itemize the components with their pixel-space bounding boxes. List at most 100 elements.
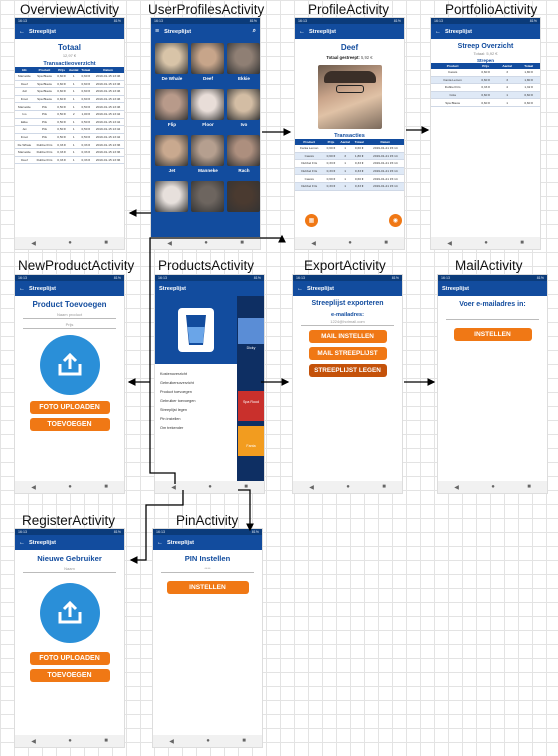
upload-photo-button[interactable]: FOTO UPLOADEN bbox=[29, 652, 110, 665]
table-cell: 0,60 € bbox=[79, 73, 93, 81]
table-cell: 0,50 € bbox=[55, 133, 68, 142]
nav-back-icon[interactable]: ◀ bbox=[447, 240, 452, 247]
user-tile[interactable] bbox=[155, 89, 188, 120]
nav-recent-icon[interactable]: ■ bbox=[104, 484, 108, 490]
user-tile[interactable] bbox=[191, 181, 224, 212]
nav-back-icon[interactable]: ◀ bbox=[31, 240, 36, 247]
table-cell: 0,60 € bbox=[351, 145, 367, 153]
calendar-icon[interactable]: ▦ bbox=[305, 214, 318, 227]
user-tile[interactable] bbox=[227, 181, 260, 212]
nav-back-icon[interactable]: ◀ bbox=[31, 484, 36, 491]
nav-back-icon[interactable]: ◀ bbox=[309, 484, 314, 491]
nav-recent-icon[interactable]: ■ bbox=[384, 240, 388, 246]
table-cell: 1,80 € bbox=[517, 76, 540, 85]
upload-photo-button[interactable]: FOTO UPLOADEN bbox=[29, 401, 110, 414]
clear-list-button[interactable]: STREEPLIJST LEGEN bbox=[308, 364, 387, 377]
nav-home-icon[interactable]: ● bbox=[68, 738, 72, 744]
nav-home-icon[interactable]: ● bbox=[208, 484, 212, 490]
product-thumb[interactable] bbox=[238, 391, 264, 421]
nav-recent-icon[interactable]: ■ bbox=[520, 240, 524, 246]
search-icon[interactable]: ⌕ bbox=[252, 28, 256, 34]
nav-recent-icon[interactable]: ■ bbox=[104, 240, 108, 246]
pin-input[interactable]: **** bbox=[161, 566, 254, 573]
back-arrow-icon[interactable]: ← bbox=[297, 285, 303, 292]
mail-heading: Voer e-mailadres in: bbox=[459, 301, 526, 308]
table-cell: 1,80 € bbox=[351, 152, 367, 161]
nav-back-icon[interactable]: ◀ bbox=[31, 738, 36, 745]
drawer-menu-item[interactable]: Gebruiker toevoegen bbox=[160, 399, 196, 403]
drawer-menu-item[interactable]: Om trekender bbox=[160, 426, 184, 430]
nav-home-icon[interactable]: ● bbox=[346, 484, 350, 490]
back-arrow-icon[interactable]: ← bbox=[19, 539, 25, 546]
product-price-input[interactable]: Prijs bbox=[23, 322, 116, 329]
user-tile[interactable] bbox=[191, 89, 224, 120]
nav-recent-icon[interactable]: ■ bbox=[382, 484, 386, 490]
user-tile[interactable] bbox=[155, 135, 188, 166]
nav-home-icon[interactable]: ● bbox=[68, 240, 72, 246]
mail-input[interactable] bbox=[446, 316, 539, 320]
user-tile[interactable] bbox=[155, 43, 188, 74]
upload-icon[interactable] bbox=[39, 335, 100, 395]
nav-home-icon[interactable]: ● bbox=[491, 484, 495, 490]
pin-set-button[interactable]: INSTELLEN bbox=[166, 581, 249, 594]
back-arrow-icon[interactable]: ← bbox=[435, 28, 441, 35]
product-thumb[interactable] bbox=[238, 318, 264, 344]
nav-back-icon[interactable]: ◀ bbox=[167, 240, 172, 247]
nav-home-icon[interactable]: ● bbox=[206, 738, 210, 744]
mail-settings-button[interactable]: MAIL INSTELLEN bbox=[308, 330, 387, 343]
nav-recent-icon[interactable]: ■ bbox=[244, 484, 248, 490]
nav-home-icon[interactable]: ● bbox=[68, 484, 72, 490]
plus-icon[interactable]: ◉ bbox=[389, 214, 402, 227]
drawer-menu-item[interactable]: Kostenoverzicht bbox=[160, 372, 188, 376]
title-profile: ProfileActivity bbox=[308, 2, 390, 17]
user-tile[interactable] bbox=[191, 135, 224, 166]
product-thumb[interactable] bbox=[238, 426, 264, 456]
back-arrow-icon[interactable]: ← bbox=[19, 285, 25, 292]
upload-icon[interactable] bbox=[39, 583, 100, 643]
drawer-menu-item[interactable]: Gebruikersoverzicht bbox=[160, 381, 194, 385]
mail-set-button[interactable]: INSTELLEN bbox=[453, 328, 532, 341]
user-tile[interactable] bbox=[191, 43, 224, 74]
drawer-menu-item[interactable]: Product toevoegen bbox=[160, 390, 192, 394]
nav-recent-icon[interactable]: ■ bbox=[240, 240, 244, 246]
nav-back-icon[interactable]: ◀ bbox=[454, 484, 459, 491]
nav-recent-icon[interactable]: ■ bbox=[104, 738, 108, 744]
user-tile[interactable] bbox=[227, 43, 260, 74]
nav-home-icon[interactable]: ● bbox=[204, 240, 208, 246]
user-tile[interactable] bbox=[227, 135, 260, 166]
mail-list-button[interactable]: MAIL STREEPLIJST bbox=[308, 347, 387, 360]
nav-home-icon[interactable]: ● bbox=[348, 240, 352, 246]
user-name: Jet bbox=[168, 168, 176, 173]
back-arrow-icon[interactable]: ← bbox=[157, 539, 163, 546]
drawer-menu-item[interactable]: Streeplijst legen bbox=[160, 408, 188, 412]
table-cell: 2019-01-15 13:46 bbox=[92, 102, 124, 111]
nav-recent-icon[interactable]: ■ bbox=[527, 484, 531, 490]
title-newproduct: NewProductActivity bbox=[18, 258, 135, 273]
back-arrow-icon[interactable]: ← bbox=[299, 28, 305, 35]
table-cell: 0,33 € bbox=[474, 83, 497, 92]
add-user-button[interactable]: TOEVOEGEN bbox=[29, 669, 110, 682]
table-cell: 0,60 € bbox=[474, 98, 497, 107]
back-arrow-icon[interactable]: ← bbox=[19, 28, 25, 35]
nav-home-icon[interactable]: ● bbox=[484, 240, 488, 246]
nav-back-icon[interactable]: ◀ bbox=[171, 484, 176, 491]
product-name-input[interactable]: Naam product bbox=[23, 312, 116, 319]
user-tile[interactable] bbox=[155, 181, 188, 212]
add-product-button[interactable]: TOEVOEGEN bbox=[29, 418, 110, 431]
menu-icon[interactable]: ≡ bbox=[155, 28, 160, 35]
nav-back-icon[interactable]: ◀ bbox=[311, 240, 316, 247]
drawer-menu-item[interactable]: Pin instellen bbox=[160, 417, 181, 421]
table-cell: 0,33 € bbox=[351, 182, 367, 191]
nav-bar: ◀ ● ■ bbox=[153, 735, 262, 747]
name-input[interactable]: Naam bbox=[23, 566, 116, 573]
nav-recent-icon[interactable]: ■ bbox=[242, 738, 246, 744]
nav-back-icon[interactable]: ◀ bbox=[169, 738, 174, 745]
user-tile[interactable] bbox=[227, 89, 260, 120]
status-battery: 81% bbox=[113, 276, 121, 280]
